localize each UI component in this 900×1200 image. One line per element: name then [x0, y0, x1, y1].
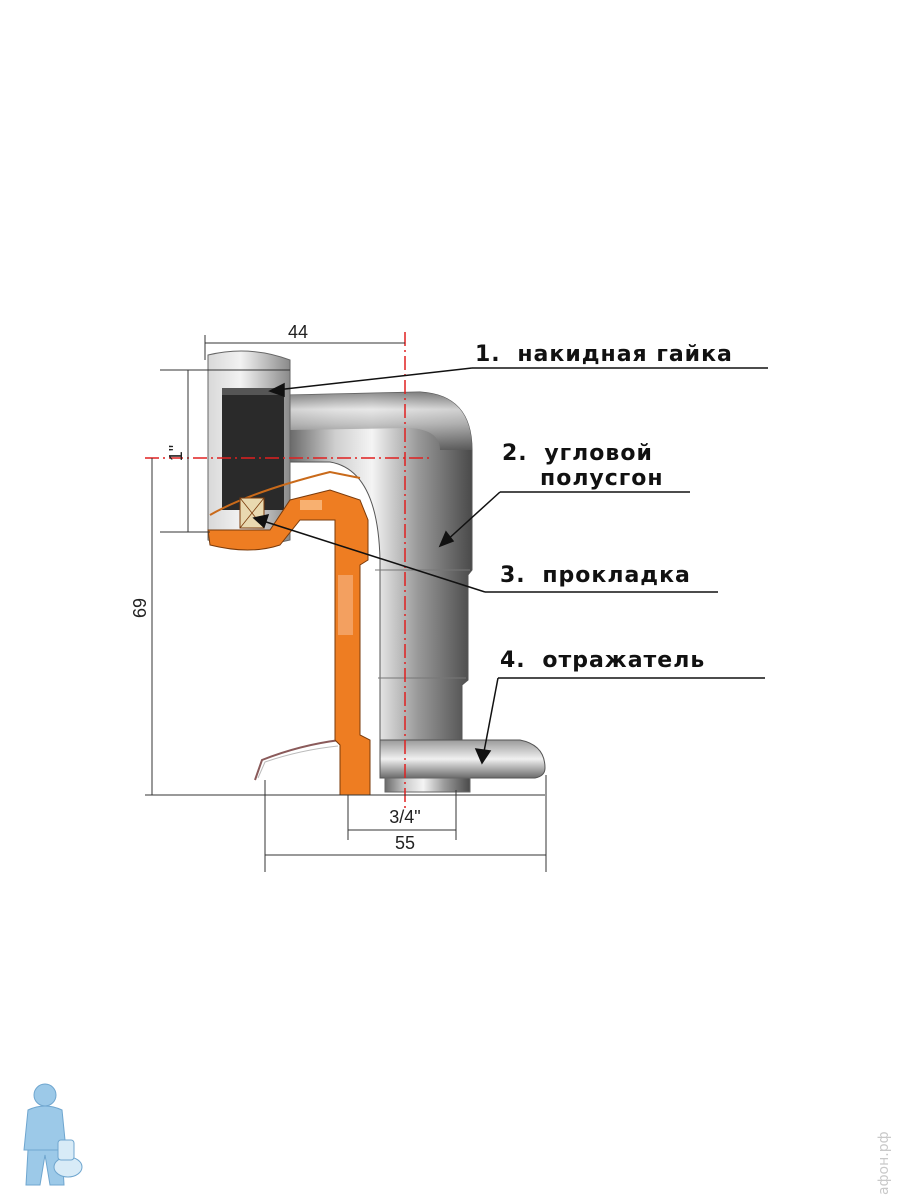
callout-3-number: 3.	[500, 563, 526, 588]
callout-2-label: 2. угловой	[502, 441, 653, 466]
callout-4-label: 4. отражатель	[500, 648, 705, 673]
leader-4	[482, 677, 499, 758]
callout-3-text: прокладка	[542, 563, 691, 588]
callout-4-number: 4.	[500, 648, 526, 673]
dimension-lines	[145, 335, 547, 872]
callout-4-text: отражатель	[542, 648, 705, 673]
section-cut	[207, 470, 371, 796]
elbow-top	[290, 392, 472, 450]
logo-tank	[57, 1139, 75, 1161]
angled-half-union	[289, 391, 473, 746]
gasket-hatch	[239, 497, 265, 529]
section-edge	[209, 470, 361, 516]
callout-3-label: 3. прокладка	[500, 563, 691, 588]
callout-1-text: накидная гайка	[517, 342, 733, 367]
nut-flat-edge	[222, 388, 284, 395]
dim-34-label: 3/4"	[389, 807, 420, 827]
dim-69-label: 69	[130, 598, 150, 618]
dim-1in-label: 1"	[166, 445, 186, 461]
outlet-thread	[384, 777, 471, 793]
leader-4-arrow	[474, 748, 492, 765]
leader-2-arrow	[438, 530, 455, 548]
leader-2	[444, 491, 501, 543]
dim-44-label: 44	[288, 322, 308, 342]
reflector	[254, 739, 546, 793]
section-hatch	[300, 500, 322, 510]
callout-2-number: 2.	[502, 441, 528, 466]
watermark: афон.рф	[876, 1131, 892, 1195]
union-nut	[207, 350, 291, 546]
logo-head	[33, 1083, 57, 1107]
section-hatch	[338, 575, 353, 635]
callout-1-number: 1.	[475, 342, 501, 367]
reflector-disc	[379, 739, 546, 779]
reflector-wire	[254, 739, 341, 781]
reflector-wire-inner	[257, 745, 339, 779]
nut-flat	[222, 388, 284, 510]
callout-2-text: угловой	[544, 441, 653, 466]
callout-1-label: 1. накидная гайка	[475, 342, 733, 367]
axis-lines	[145, 332, 430, 810]
leader-3-arrow	[252, 513, 270, 529]
nut-section	[207, 489, 371, 796]
leader-1	[275, 367, 473, 391]
callout-2-text-line2: полусгон	[540, 466, 664, 491]
leader-1-arrow	[268, 382, 285, 398]
plumber-logo-icon	[23, 1083, 83, 1186]
callout-leaders	[252, 367, 768, 765]
leader-3	[259, 519, 486, 593]
dim-55-label: 55	[395, 833, 415, 853]
